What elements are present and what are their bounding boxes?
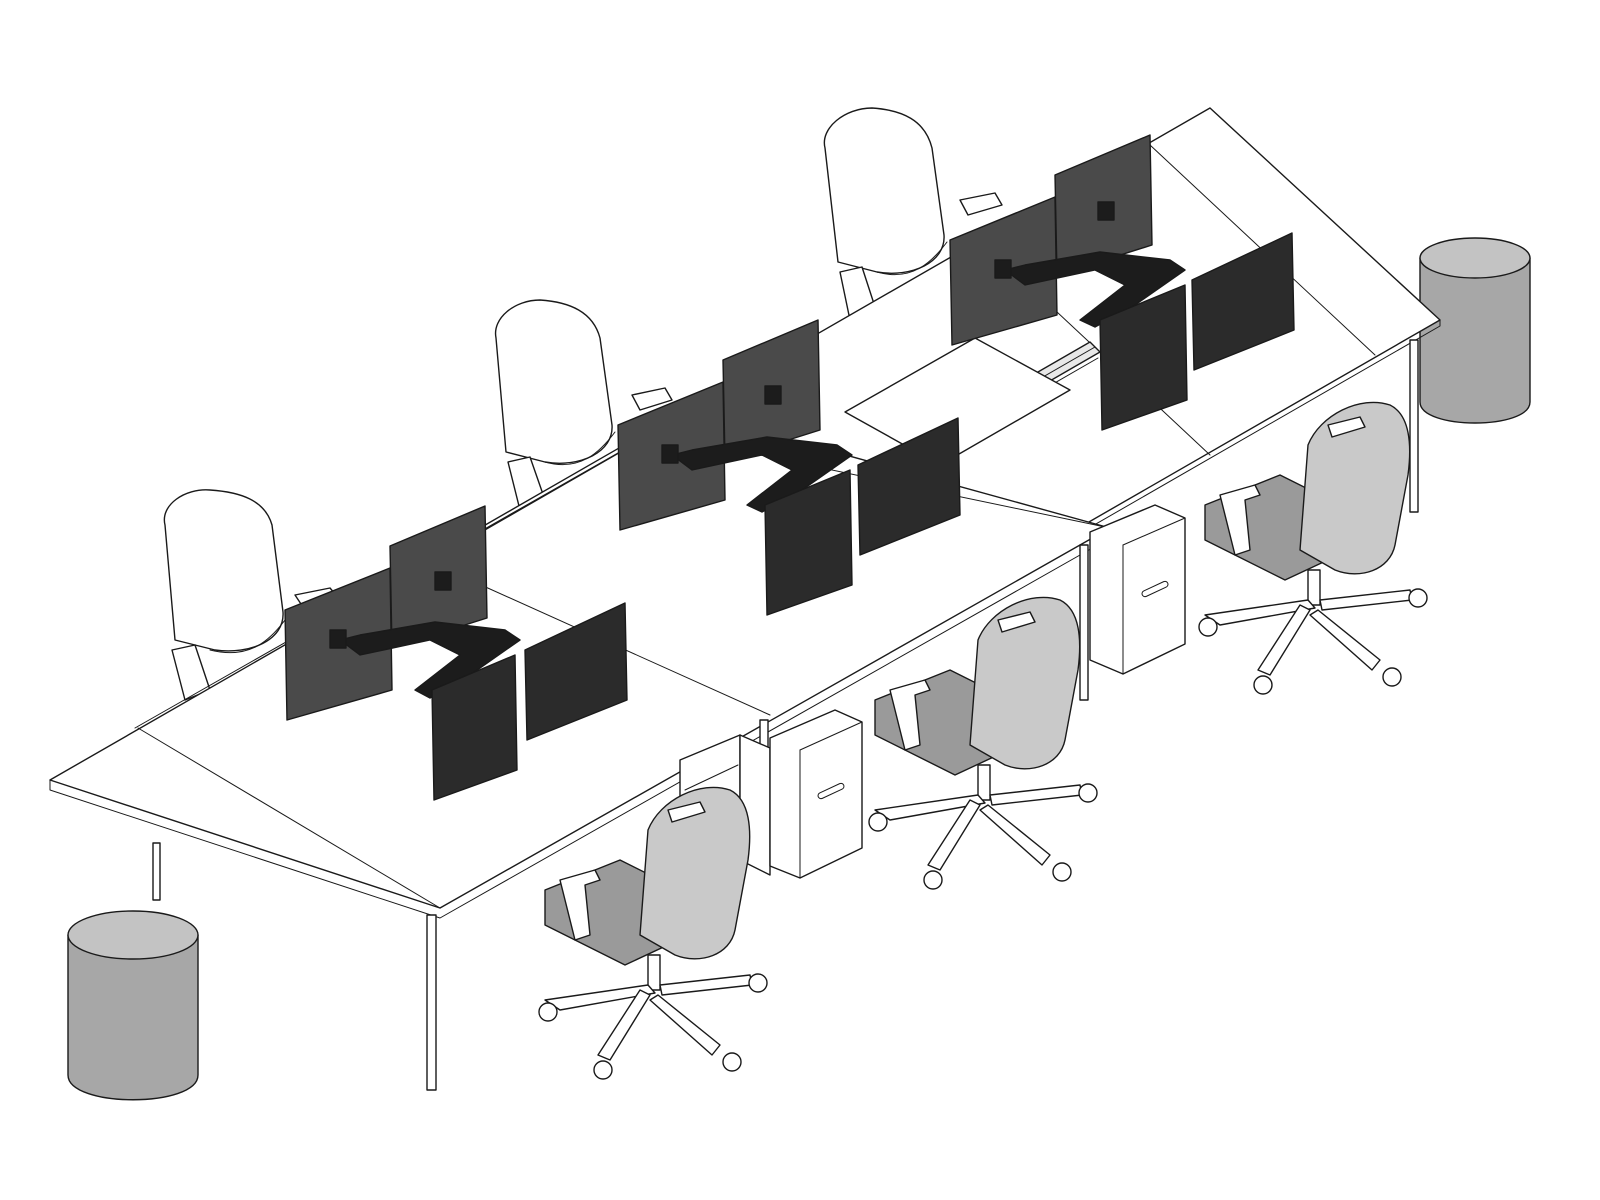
monitor-mount [764, 385, 782, 405]
monitor-mount [1097, 201, 1115, 221]
monitor-front-left-a [431, 654, 518, 801]
monitor-group-right [949, 134, 1295, 431]
task-chair-front-middle [868, 596, 1098, 890]
monitor-group-middle [617, 319, 961, 616]
monitor-mount [994, 259, 1012, 279]
pedestal-handle [817, 782, 845, 800]
desk-legs [152, 339, 1419, 1091]
chair-back [969, 596, 1081, 770]
monitor-group-left [284, 505, 628, 801]
pedestal-right [1089, 504, 1186, 675]
chair-back [1299, 401, 1411, 575]
task-chair-front-left [538, 786, 768, 1080]
monitor-front-middle-a [764, 469, 853, 616]
monitor-front-right-b [1191, 232, 1295, 371]
monitor-front-right-a [1099, 284, 1188, 431]
pedestal-handle [1141, 580, 1169, 598]
monitor-front-middle-b [857, 417, 961, 556]
task-chair-front-right [1198, 401, 1428, 695]
pedestal-middle [769, 709, 863, 879]
monitor-front-left-b [524, 602, 628, 741]
pouf-right [1419, 237, 1531, 424]
pouf-left [67, 910, 199, 1101]
back-chair-right [823, 107, 1003, 321]
monitor-mount [661, 444, 679, 464]
monitor-mount [434, 571, 452, 591]
chair-back [639, 786, 751, 960]
back-chair-middle [494, 299, 673, 511]
monitor-mount [329, 629, 347, 649]
